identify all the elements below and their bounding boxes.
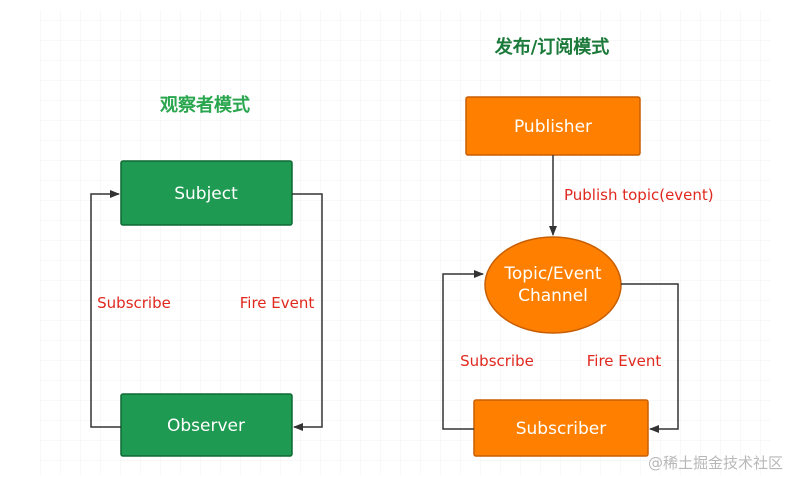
observer-fire-event-label: Fire Event [240, 294, 315, 312]
subject-box [120, 160, 293, 226]
observer-subscribe-label: Subscribe [97, 294, 171, 312]
pubsub-subscribe-arrow [442, 270, 484, 430]
observer-fire-event-arrow [292, 193, 323, 431]
topic-event-channel-ellipse [484, 236, 622, 334]
pubsub-pattern-title: 发布/订阅模式 [494, 36, 610, 58]
observer-subscribe-arrow [90, 190, 121, 428]
publisher-label: Publisher [514, 117, 592, 137]
observer-label: Observer [167, 416, 245, 436]
observer-box [120, 393, 293, 457]
channel-label-line1: Topic/Event [503, 264, 602, 284]
subscriber-box [473, 399, 649, 457]
pubsub-subscribe-label: Subscribe [460, 352, 534, 370]
pubsub-fire-event-arrow [621, 283, 679, 433]
watermark-text: @稀土掘金技术社区 [648, 454, 783, 472]
subject-label: Subject [174, 184, 238, 204]
publish-topic-label: Publish topic(event) [564, 186, 714, 204]
pubsub-fire-event-label: Fire Event [587, 352, 662, 370]
subscriber-label: Subscriber [516, 419, 607, 439]
observer-pattern-title: 观察者模式 [160, 94, 250, 116]
channel-label-line2: Channel [518, 286, 588, 306]
